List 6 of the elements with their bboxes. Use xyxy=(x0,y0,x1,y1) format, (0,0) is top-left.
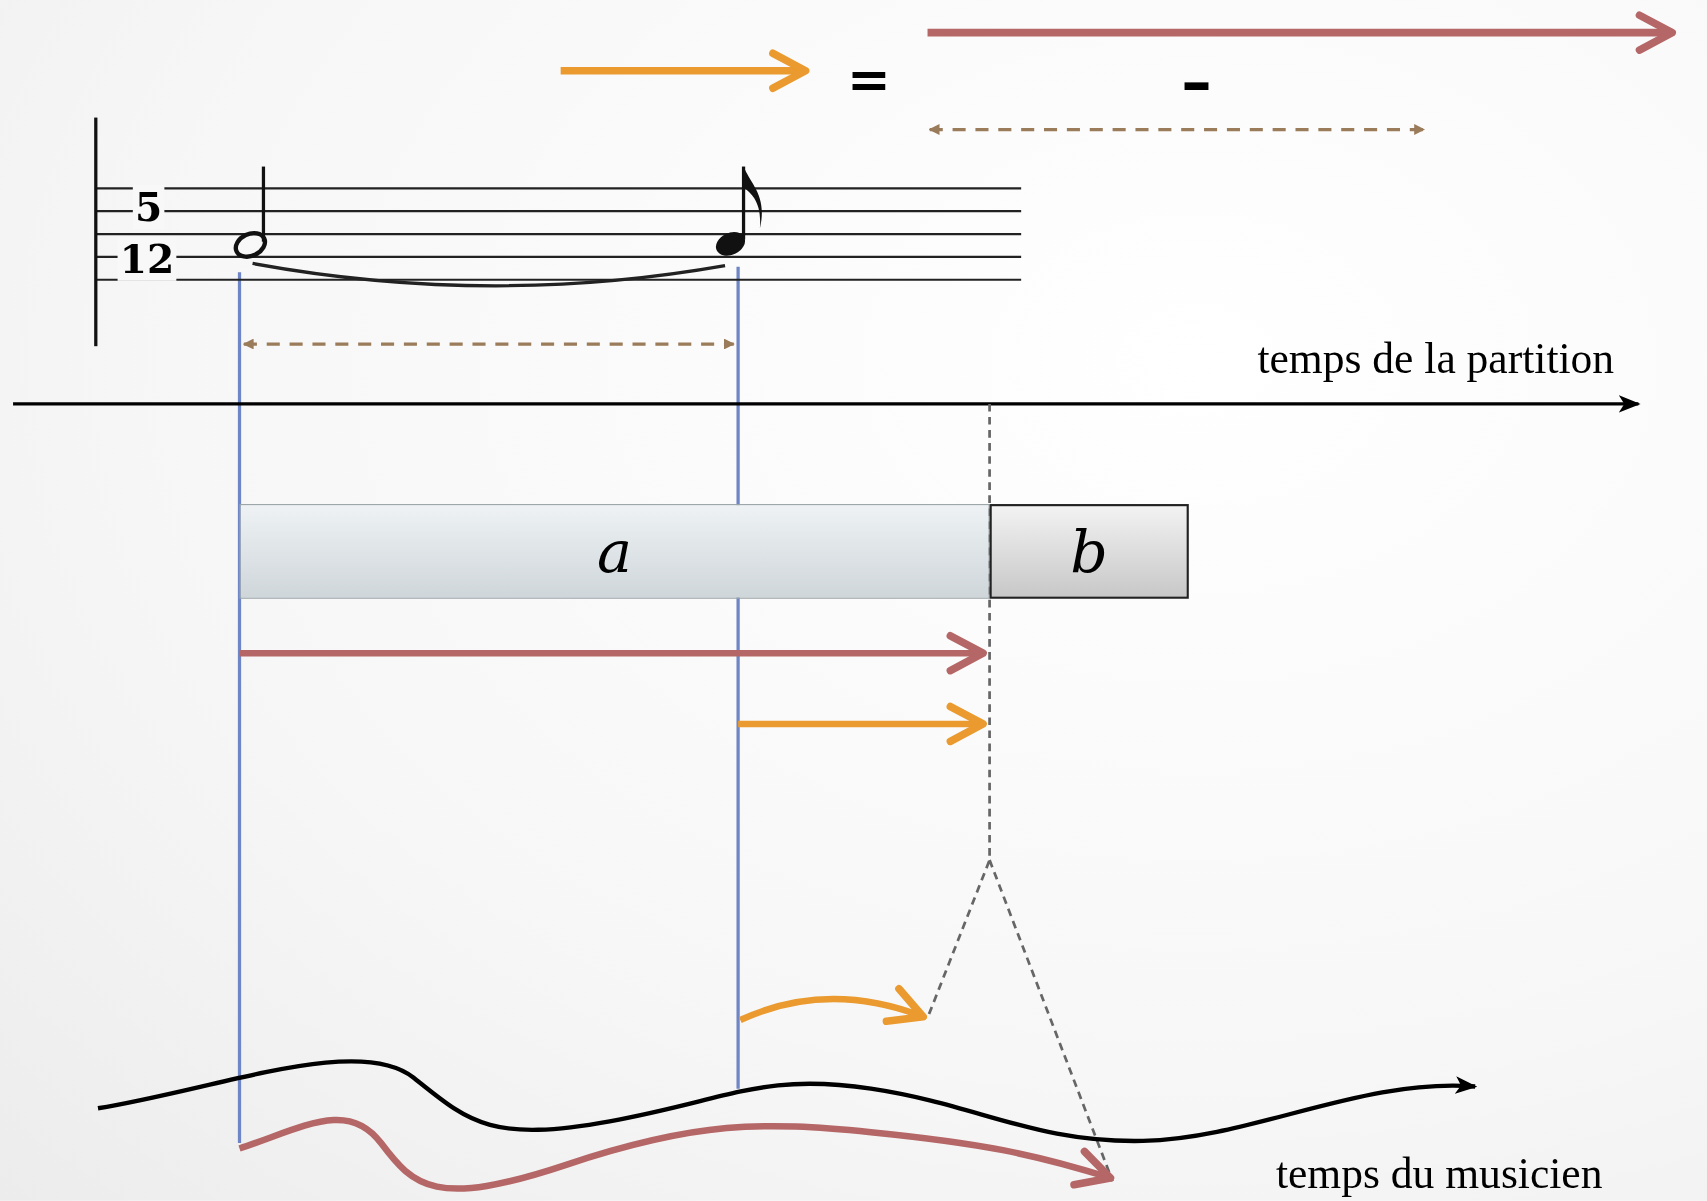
minus-sign: – xyxy=(1181,52,1212,114)
event-box: a xyxy=(239,504,990,599)
axis-label: temps de la partition xyxy=(1257,337,1615,382)
equals-sign: = xyxy=(846,52,891,105)
axis-label: temps du musicien xyxy=(1275,1151,1603,1196)
event-box: b xyxy=(989,504,1189,599)
